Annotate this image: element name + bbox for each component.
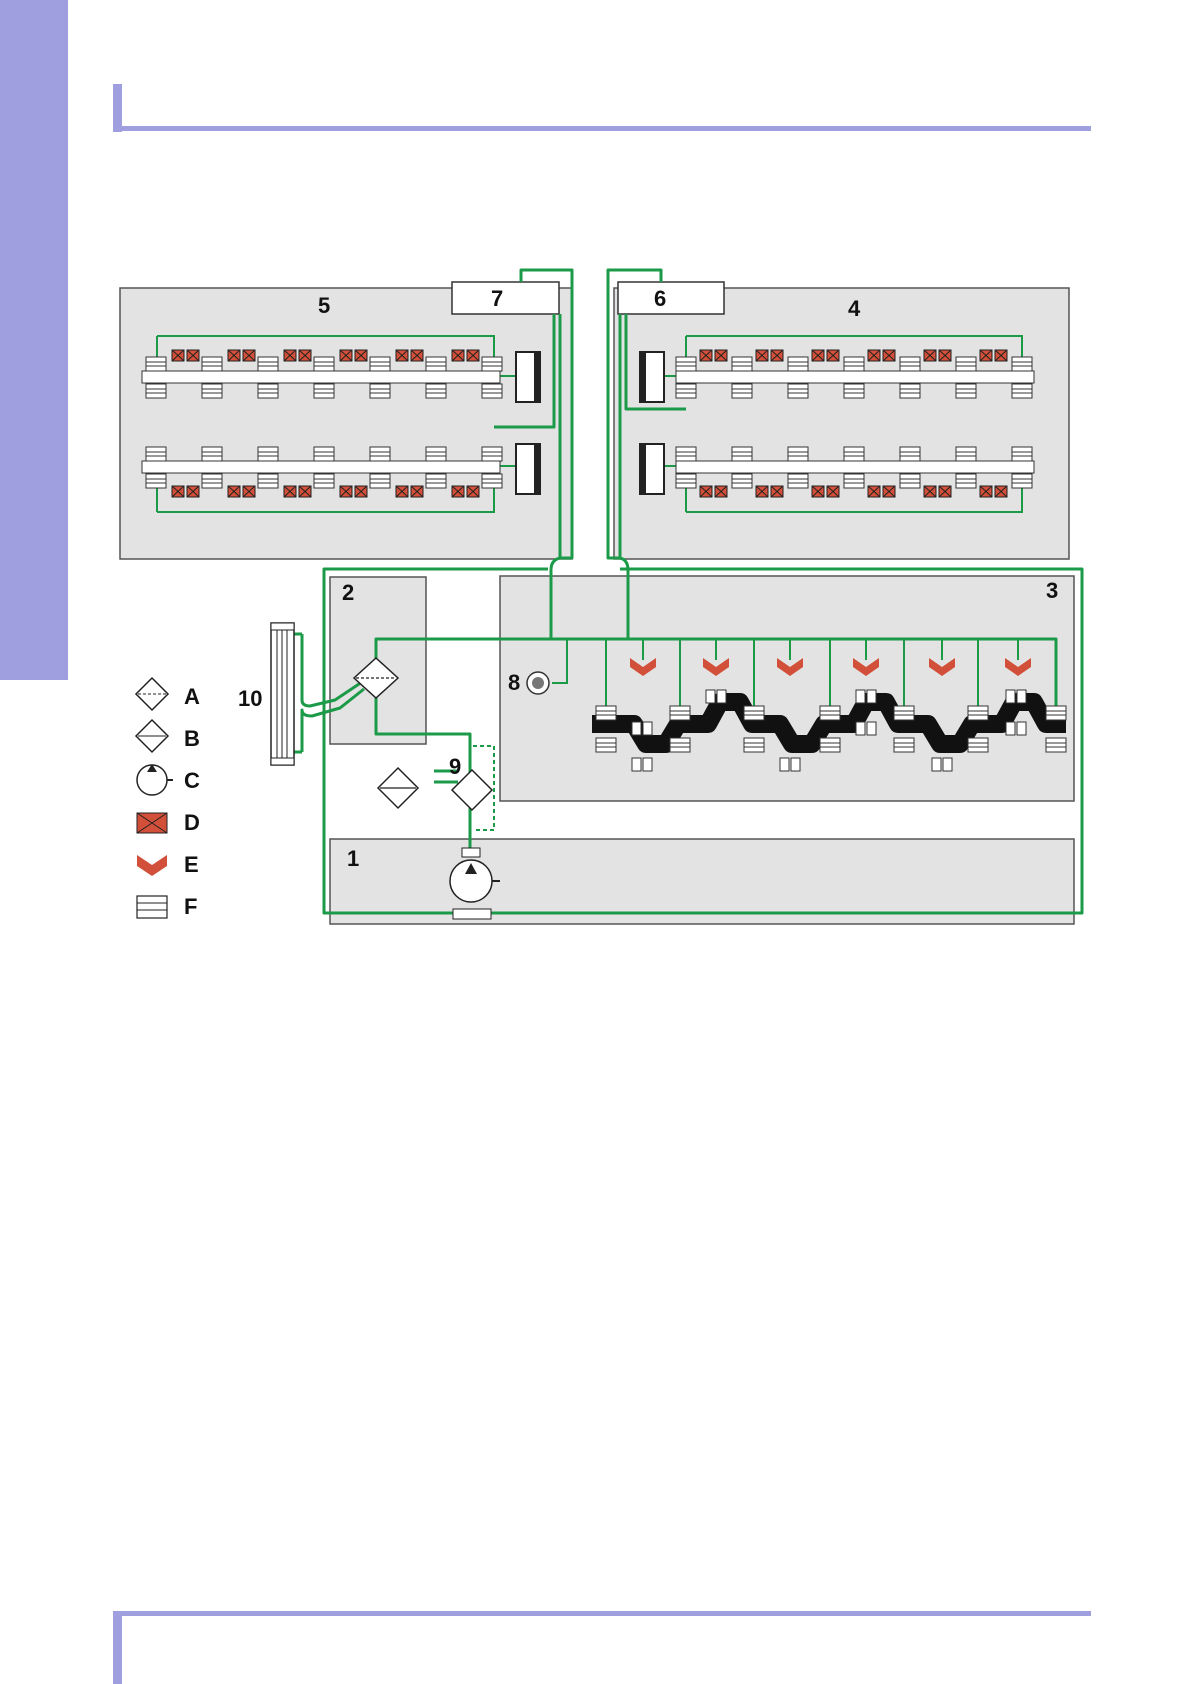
label-oil-cooler: 10 bbox=[238, 686, 262, 711]
legend-key-d: D bbox=[184, 810, 200, 835]
legend-key-e: E bbox=[184, 852, 199, 877]
legend-key-f: F bbox=[184, 894, 197, 919]
legend-key-c: C bbox=[184, 768, 200, 793]
label-pressure-switch: 8 bbox=[508, 670, 520, 695]
cylinder-head-right-panel bbox=[614, 288, 1069, 559]
label-pump-valve: 9 bbox=[449, 754, 461, 779]
secondary-cooler-icon bbox=[378, 768, 418, 808]
box-6 bbox=[618, 282, 724, 314]
cylinder-head-left-panel bbox=[120, 288, 572, 559]
label-cylinder-head-left: 5 bbox=[318, 293, 330, 318]
label-box-6: 6 bbox=[654, 286, 666, 311]
piston-jet-icon bbox=[137, 855, 167, 876]
pressure-switch-icon bbox=[527, 672, 549, 694]
label-oil-pan: 1 bbox=[347, 846, 359, 871]
cam-bearing-cross-icon bbox=[137, 813, 167, 833]
pump-circle-icon bbox=[137, 764, 173, 795]
bearing-lines-icon bbox=[137, 896, 167, 918]
label-crankcase: 3 bbox=[1046, 578, 1058, 603]
oil-pan-panel bbox=[330, 839, 1074, 924]
cooler-diamond-icon bbox=[136, 720, 168, 752]
label-filter-module: 2 bbox=[342, 580, 354, 605]
box-7 bbox=[452, 282, 559, 314]
oil-cooler-icon bbox=[271, 623, 294, 765]
label-box-7: 7 bbox=[491, 286, 503, 311]
label-cylinder-head-right: 4 bbox=[848, 296, 861, 321]
filter-dashed-diamond-icon bbox=[136, 678, 168, 710]
legend: A B C D E F bbox=[136, 678, 200, 919]
legend-key-a: A bbox=[184, 684, 200, 709]
legend-key-b: B bbox=[184, 726, 200, 751]
